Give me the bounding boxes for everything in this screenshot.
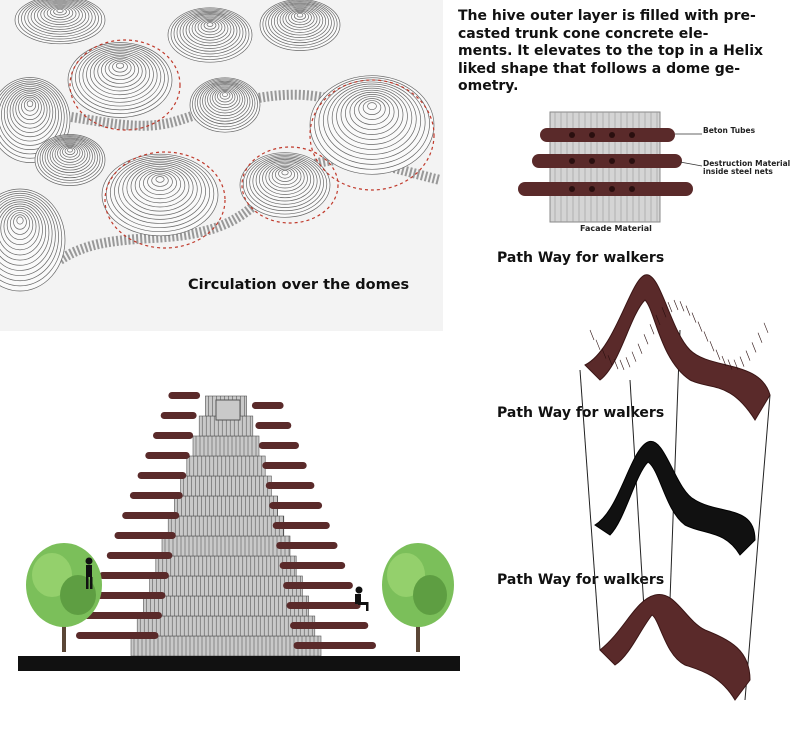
dome — [34, 134, 106, 186]
tube-ring — [532, 154, 682, 168]
dome-group — [0, 0, 435, 292]
pathway-label: Path Way for walkers — [497, 405, 665, 421]
hive-core — [130, 395, 322, 657]
tube-arm — [290, 622, 369, 629]
pathway-label: Path Way for walkers — [497, 572, 665, 588]
dome — [101, 153, 219, 237]
description-line: ments. It elevates to the top in a Helix — [458, 43, 764, 59]
pathway-label: Path Way for walkers — [497, 250, 665, 266]
pathway-top-layer — [584, 274, 771, 421]
dome — [167, 7, 253, 63]
core-segment — [155, 555, 297, 577]
dome — [239, 152, 331, 218]
circulation-path — [241, 146, 339, 224]
domes-plan-drawing — [0, 0, 442, 292]
domes-caption: Circulation over the domes — [188, 277, 410, 293]
core-segment — [174, 495, 278, 517]
tube-ring — [518, 182, 693, 196]
label-destruction-material: Destruction Material — [703, 159, 790, 168]
circulation-path — [69, 39, 181, 131]
tube-arm — [272, 522, 330, 529]
label-beton-tubes: Beton Tubes — [703, 126, 756, 135]
circulation-path — [309, 79, 435, 191]
core-top — [215, 399, 241, 421]
core-segment — [192, 435, 260, 457]
hive-elevation-drawing — [18, 392, 460, 671]
tube-arm — [286, 602, 361, 609]
dome — [14, 0, 106, 45]
pathway-band — [0, 89, 363, 131]
description-text: The hive outer layer is filled with pre-… — [458, 8, 788, 96]
tube-arm — [255, 422, 292, 429]
tube-ring — [540, 128, 675, 142]
core-segment — [167, 515, 285, 537]
pathway-middle-layer — [594, 441, 756, 556]
description-line: liked shape that follows a dome ge- — [458, 60, 741, 77]
dome — [309, 75, 435, 175]
tube-arm — [153, 432, 194, 439]
tube-arm — [99, 572, 169, 579]
tube-arm — [276, 542, 338, 549]
tube-arm — [283, 582, 353, 589]
tube-arm — [76, 632, 159, 639]
label-steel-nets: inside steel nets — [703, 167, 773, 176]
pathway-bottom-layer — [599, 594, 751, 701]
facade-caption: Facade Material — [580, 224, 652, 233]
dome — [259, 0, 341, 51]
tube-arm — [83, 612, 162, 619]
tube-arm — [137, 472, 187, 479]
dome — [67, 42, 173, 118]
tube-arm — [145, 452, 190, 459]
pathway-layers-diagram — [579, 274, 771, 701]
tube-arm — [106, 552, 173, 559]
facade-material-diagram: Beton Tubes Destruction Material inside … — [518, 111, 790, 233]
domes-plan-panel: Circulation over the domes — [0, 0, 443, 331]
tube-arm — [251, 402, 284, 409]
tube-arm — [160, 412, 197, 419]
tube-arm — [168, 392, 201, 399]
tube-arm — [91, 592, 166, 599]
dome — [0, 188, 66, 292]
tree-right — [382, 543, 454, 652]
tube-arm — [129, 492, 183, 499]
description-line: The hive outer layer is filled with pre- — [458, 8, 756, 24]
tree-left — [26, 543, 102, 652]
tube-arm — [269, 502, 323, 509]
tube-arm — [122, 512, 180, 519]
person-sitting — [355, 586, 369, 611]
tube-arm — [279, 562, 346, 569]
tube-arm — [265, 482, 315, 489]
description-line: casted trunk cone concrete ele- — [458, 25, 709, 42]
circulation-path — [104, 151, 226, 249]
tube-arm — [293, 642, 376, 649]
dome — [189, 77, 261, 133]
tube-arm — [262, 462, 307, 469]
description-line: ometry. — [458, 78, 519, 94]
tube-arm — [114, 532, 176, 539]
core-segment — [143, 595, 309, 617]
tube-arm — [258, 442, 299, 449]
ground-line — [18, 656, 460, 671]
core-segment — [180, 475, 272, 497]
person-standing — [85, 557, 93, 589]
tube-layers — [76, 392, 376, 649]
